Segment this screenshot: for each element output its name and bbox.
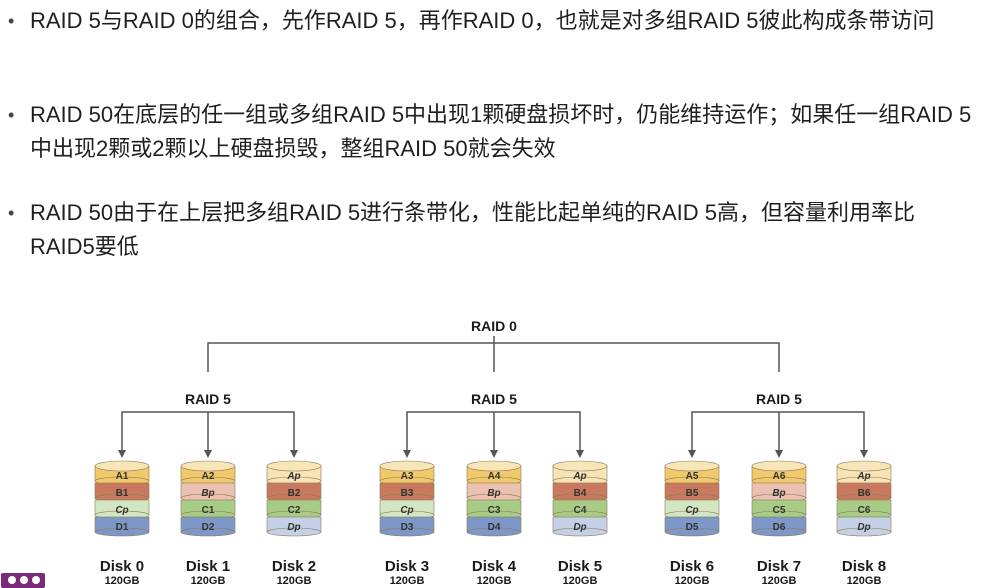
arrow-head xyxy=(290,450,298,458)
block-label: C3 xyxy=(488,505,501,516)
group-label: RAID 5 xyxy=(185,391,231,407)
university-logo-icon xyxy=(1,573,45,588)
root-label: RAID 0 xyxy=(471,318,517,334)
arrow-head xyxy=(204,450,212,458)
bullet-text: RAID 5与RAID 0的组合，先作RAID 5，再作RAID 0，也就是对多… xyxy=(30,8,935,33)
block-label: Bp xyxy=(201,488,214,499)
block-label: B3 xyxy=(401,488,414,499)
disk-top xyxy=(552,460,608,472)
arrow-head xyxy=(860,450,868,458)
disk-block-edge xyxy=(266,527,322,537)
disk-name: Disk 2 xyxy=(272,558,316,575)
block-label: D5 xyxy=(686,522,699,533)
arrow-head xyxy=(403,450,411,458)
disk-name: Disk 7 xyxy=(757,558,801,575)
disk-capacity: 120GB xyxy=(563,575,598,587)
block-label: C1 xyxy=(202,505,215,516)
block-label: Ap xyxy=(856,471,870,482)
block-label: A6 xyxy=(773,471,786,482)
block-label: A1 xyxy=(116,471,129,482)
disk-block-edge xyxy=(751,527,807,537)
block-label: B2 xyxy=(288,488,301,499)
bullet-dot: • xyxy=(8,105,15,125)
block-label: D3 xyxy=(401,522,414,533)
block-label: C6 xyxy=(858,505,871,516)
disk-name: Disk 8 xyxy=(842,558,886,575)
disk-capacity: 120GB xyxy=(762,575,797,587)
bullet-text: RAID 50由于在上层把多组RAID 5进行条带化，性能比起单纯的RAID 5… xyxy=(30,200,915,259)
block-label: Ap xyxy=(572,471,586,482)
arrow-head xyxy=(775,450,783,458)
block-label: B6 xyxy=(858,488,871,499)
disk-name: Disk 0 xyxy=(100,558,144,575)
arrow-head xyxy=(490,450,498,458)
group-label: RAID 5 xyxy=(471,391,517,407)
disk-top xyxy=(466,460,522,472)
disk-top xyxy=(664,460,720,472)
arrow-head xyxy=(688,450,696,458)
disk-name: Disk 5 xyxy=(558,558,602,575)
disk-capacity: 120GB xyxy=(390,575,425,587)
block-label: D4 xyxy=(488,522,501,533)
disk-capacity: 120GB xyxy=(105,575,140,587)
disk-block-edge xyxy=(664,527,720,537)
block-label: Cp xyxy=(400,505,413,516)
block-label: C5 xyxy=(773,505,786,516)
block-label: B5 xyxy=(686,488,699,499)
disk-capacity: 120GB xyxy=(847,575,882,587)
block-label: A2 xyxy=(202,471,215,482)
bullet-item: • RAID 50在底层的任一组或多组RAID 5中出现1颗硬盘损坏时，仍能维持… xyxy=(8,98,978,166)
disk-top xyxy=(751,460,807,472)
arrow-head xyxy=(576,450,584,458)
block-label: Dp xyxy=(573,522,586,533)
disk-top xyxy=(266,460,322,472)
disk-top xyxy=(180,460,236,472)
disk-capacity: 120GB xyxy=(477,575,512,587)
block-label: Cp xyxy=(115,505,128,516)
block-label: C2 xyxy=(288,505,301,516)
disk-capacity: 120GB xyxy=(277,575,312,587)
block-label: Ap xyxy=(286,471,300,482)
disk-capacity: 120GB xyxy=(675,575,710,587)
group-label: RAID 5 xyxy=(756,391,802,407)
block-label: Cp xyxy=(685,505,698,516)
bullet-text: RAID 50在底层的任一组或多组RAID 5中出现1颗硬盘损坏时，仍能维持运作… xyxy=(30,102,972,161)
disk-block-edge xyxy=(94,527,150,537)
disk-block-edge xyxy=(552,527,608,537)
disk-top xyxy=(94,460,150,472)
disk-name: Disk 6 xyxy=(670,558,714,575)
disk-block-edge xyxy=(180,527,236,537)
bullet-dot: • xyxy=(8,11,15,31)
disk-name: Disk 1 xyxy=(186,558,230,575)
block-label: A3 xyxy=(401,471,414,482)
block-label: Bp xyxy=(772,488,785,499)
disk-block-edge xyxy=(379,527,435,537)
block-label: D1 xyxy=(116,522,129,533)
disk-block-edge xyxy=(836,527,892,537)
block-label: A4 xyxy=(488,471,501,482)
arrow-head xyxy=(118,450,126,458)
bullet-dot: • xyxy=(8,203,15,223)
bullet-item: • RAID 50由于在上层把多组RAID 5进行条带化，性能比起单纯的RAID… xyxy=(8,196,978,264)
bullet-item: • RAID 5与RAID 0的组合，先作RAID 5，再作RAID 0，也就是… xyxy=(8,4,978,38)
block-label: B1 xyxy=(116,488,129,499)
block-label: A5 xyxy=(686,471,699,482)
disk-capacity: 120GB xyxy=(191,575,226,587)
disk-top xyxy=(379,460,435,472)
disk-name: Disk 4 xyxy=(472,558,517,575)
block-label: D2 xyxy=(202,522,215,533)
group-bracket xyxy=(691,411,865,455)
block-label: Dp xyxy=(287,522,300,533)
disk-name: Disk 3 xyxy=(385,558,429,575)
disk-block-edge xyxy=(466,527,522,537)
block-label: D6 xyxy=(773,522,786,533)
block-label: B4 xyxy=(574,488,587,499)
block-label: Bp xyxy=(487,488,500,499)
block-label: Dp xyxy=(857,522,870,533)
disk-top xyxy=(836,460,892,472)
block-label: C4 xyxy=(574,505,587,516)
